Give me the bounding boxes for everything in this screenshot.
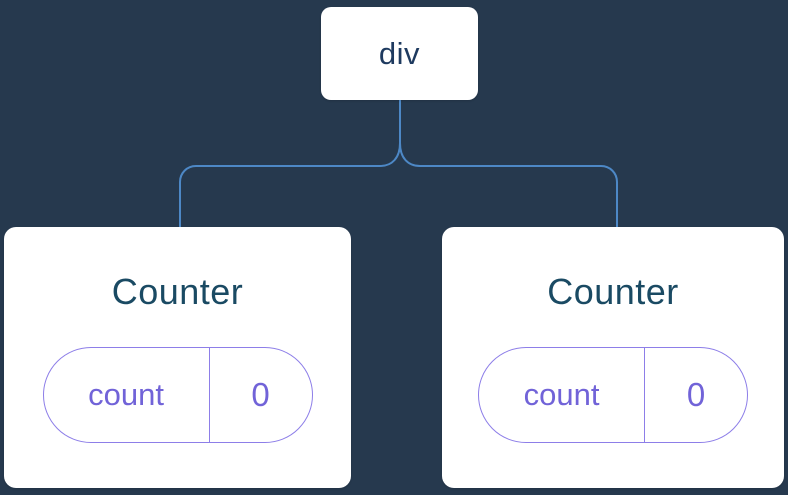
state-pill: count 0 (478, 347, 748, 443)
counter-node-left: Counter count 0 (4, 227, 351, 488)
counter-title: Counter (547, 271, 679, 312)
state-value: 0 (644, 348, 747, 442)
state-key: count (523, 377, 600, 412)
state-key: count (88, 377, 164, 412)
tree-node-div: div (321, 7, 478, 100)
state-value: 0 (208, 348, 312, 442)
counter-title: Counter (111, 271, 244, 312)
connector-right-branch (399, 142, 618, 228)
state-pill: count 0 (42, 347, 313, 443)
div-node-label: div (378, 35, 421, 71)
counter-node-right: Counter count 0 (442, 227, 784, 488)
connector-left-branch (179, 142, 401, 228)
